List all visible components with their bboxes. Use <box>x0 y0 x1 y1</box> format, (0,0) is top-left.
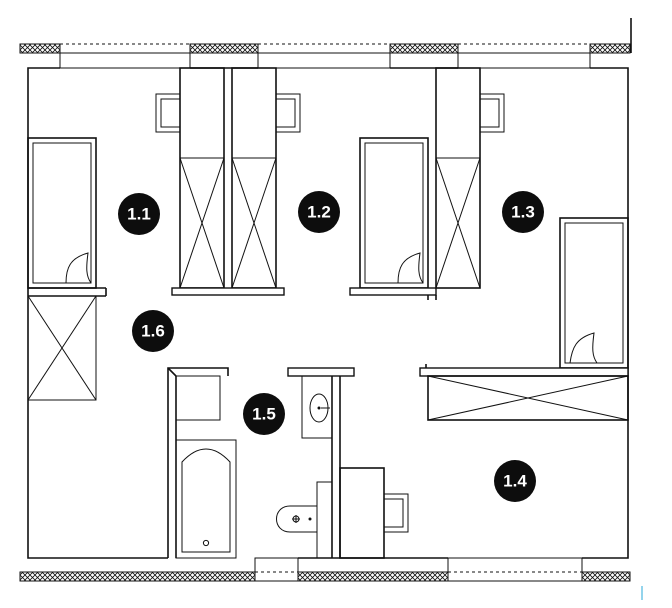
room-label-1-3: 1.3 <box>511 203 535 222</box>
room-label-1-2: 1.2 <box>307 203 331 222</box>
room-label-1-4: 1.4 <box>503 472 527 491</box>
room-badge-1-5: 1.5 <box>243 393 285 435</box>
bed-room-1-3 <box>559 217 629 369</box>
wardrobe-1-4 <box>419 364 629 421</box>
wardrobe-1-1 <box>155 67 225 289</box>
room-badge-1-2: 1.2 <box>298 191 340 233</box>
bathroom <box>167 367 355 559</box>
room-label-1-6: 1.6 <box>141 322 165 341</box>
room-badge-1-1: 1.1 <box>118 193 160 235</box>
room-badge-1-4: 1.4 <box>494 460 536 502</box>
exterior-wall-bottom <box>19 571 631 582</box>
desk-room-1-4 <box>339 467 409 559</box>
interior-outline <box>27 67 629 559</box>
wardrobe-corridor <box>27 295 97 401</box>
room-label-1-1: 1.1 <box>127 205 151 224</box>
room-badge-1-6: 1.6 <box>132 310 174 352</box>
bed-room-1-2 <box>349 137 437 300</box>
wardrobe-1-2 <box>171 67 301 296</box>
window-bottom <box>254 557 583 582</box>
room-badge-1-3: 1.3 <box>502 191 544 233</box>
bed-room-1-1 <box>27 137 107 297</box>
window-top <box>59 43 591 69</box>
wardrobe-1-3 <box>435 67 505 289</box>
room-label-1-5: 1.5 <box>252 405 276 424</box>
exterior-wall-top <box>19 18 632 54</box>
